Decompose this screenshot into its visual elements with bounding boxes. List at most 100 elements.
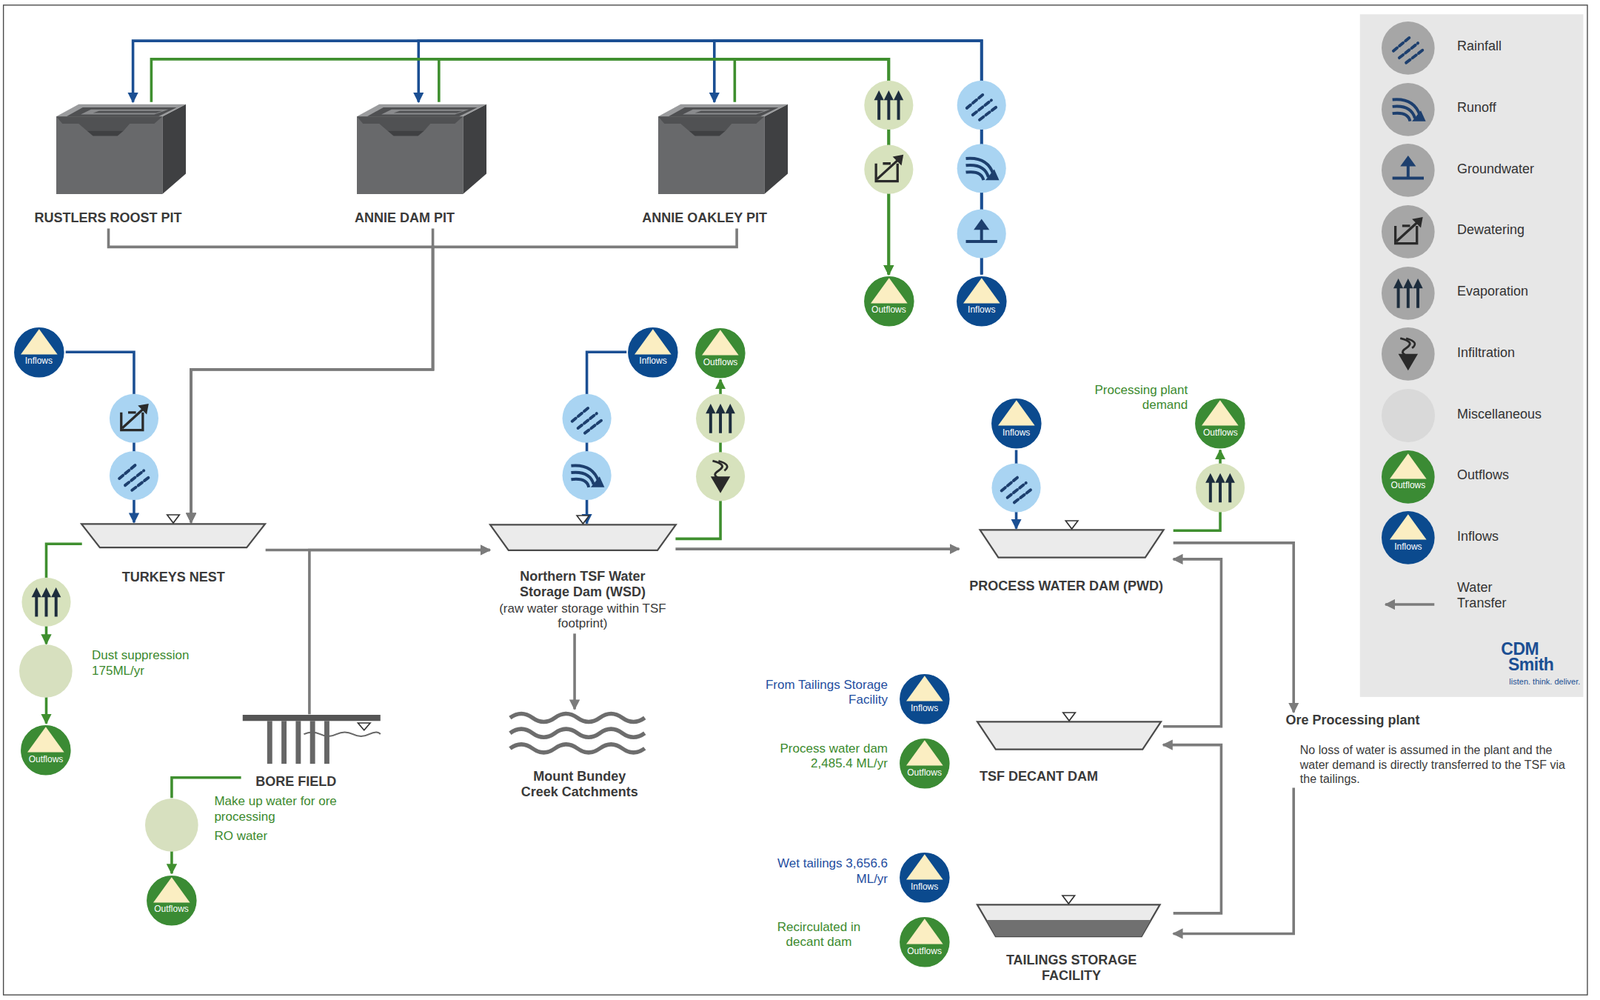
drawing-part xyxy=(562,393,612,443)
outflow-circle: Processing plant demandOutflows xyxy=(1193,396,1247,451)
drawing-part xyxy=(19,644,73,698)
flow-connector xyxy=(191,228,737,523)
flow-connector xyxy=(1173,542,1295,713)
drawing-part xyxy=(957,80,1007,130)
drawing-part xyxy=(570,464,605,487)
drawing-part xyxy=(957,143,1007,193)
legend-arrow xyxy=(1382,596,1438,613)
drawing-part xyxy=(387,130,425,136)
drawing-part xyxy=(1195,397,1247,449)
flow-connector xyxy=(108,228,434,523)
drawing-part xyxy=(1195,462,1245,512)
drawing-part xyxy=(240,714,384,768)
rainfall-icon xyxy=(109,450,159,500)
drawing-part xyxy=(56,102,186,194)
legend-icon-triangle xyxy=(1389,453,1427,479)
legend-icon xyxy=(1381,510,1435,565)
drawing-part xyxy=(966,93,997,120)
drawing-part xyxy=(695,393,745,443)
drawing-part xyxy=(145,873,199,927)
drawing-part xyxy=(977,904,1161,936)
node-label: Recirculated in decant dam xyxy=(760,919,878,950)
drawing-part xyxy=(963,277,1001,303)
flow-tag: Inflows xyxy=(626,355,680,366)
inflow-circle: Inflows xyxy=(12,325,66,380)
outflow-circle: Outflows xyxy=(19,723,73,777)
dewatering-icon xyxy=(109,393,159,443)
drawing-part xyxy=(324,720,330,764)
node-label: Process water dam 2,485.4 ML/yr xyxy=(755,741,888,772)
water-dam: Northern TSF Water Storage Dam (WSD)(raw… xyxy=(490,523,676,634)
drawing-part xyxy=(966,158,1000,180)
drawing-part xyxy=(356,116,463,131)
drawing-part xyxy=(81,523,266,548)
drawing-part xyxy=(281,720,287,764)
drawing-part xyxy=(1193,396,1247,451)
drawing-part xyxy=(109,393,159,443)
water-dam: TSF DECANT DAM xyxy=(977,720,1164,788)
legend-flow-tag: Inflows xyxy=(1381,541,1435,552)
node-label: RUSTLERS ROOST PIT xyxy=(34,210,183,227)
tailings-facility: TAILINGS STORAGE FACILITY xyxy=(963,903,1174,987)
drawing-part xyxy=(576,515,590,524)
drawing-part xyxy=(957,208,1007,258)
runoff-icon xyxy=(562,450,612,500)
drawing-part xyxy=(572,406,602,434)
mine-pit: RUSTLERS ROOST PIT xyxy=(31,102,186,229)
mine-pit: ANNIE OAKLEY PIT xyxy=(630,102,779,229)
outflow-circle: Outflows xyxy=(862,274,916,328)
drawing-part xyxy=(145,798,199,852)
legend-icon-circle xyxy=(1381,266,1435,320)
drawing-part xyxy=(906,854,944,880)
drawing-part xyxy=(1205,473,1235,503)
drawing-part xyxy=(764,104,788,194)
drawing-part xyxy=(998,399,1036,425)
drawing-part xyxy=(66,107,177,117)
drawing-part xyxy=(92,111,163,114)
drawing-part xyxy=(898,673,950,725)
drawing-part xyxy=(490,524,676,550)
drawing-part xyxy=(20,724,72,776)
node-label: Make up water for ore processing xyxy=(213,793,347,825)
drawing-part xyxy=(898,852,950,904)
legend-swatch xyxy=(1381,388,1435,443)
drawing-part xyxy=(86,130,124,136)
drawing-part xyxy=(490,523,676,551)
logo-text: listen. think. deliver. xyxy=(1508,676,1581,686)
flow-connector xyxy=(1163,559,1222,727)
drawing-part xyxy=(12,325,66,380)
drawing-part xyxy=(955,275,1007,327)
rainfall-icon xyxy=(957,80,1007,130)
node-label: TAILINGS STORAGE FACILITY xyxy=(984,952,1158,984)
drawing-part xyxy=(145,874,197,926)
misc-circle: Make up water for ore processingRO water xyxy=(145,798,199,852)
legend-icon xyxy=(1381,266,1435,320)
node-label: Processing plant demand xyxy=(1085,382,1188,414)
drawing-part xyxy=(121,403,149,431)
legend-icon xyxy=(1381,450,1435,504)
flow-tag: Inflows xyxy=(12,355,66,366)
drawing-part xyxy=(1065,520,1079,529)
drawing-part xyxy=(627,326,679,378)
legend-icon-glyph xyxy=(1398,338,1418,371)
drawing-part xyxy=(898,850,952,905)
drawing-part xyxy=(20,328,58,354)
node-label: ANNIE DAM PIT xyxy=(354,210,455,227)
node-label: BORE FIELD xyxy=(240,773,351,791)
drawing-part xyxy=(109,450,159,500)
legend-icon xyxy=(1381,82,1435,137)
misc-circle: Dust suppression 175ML/yr xyxy=(19,644,73,698)
drawing-part xyxy=(145,798,199,852)
legend-icon-circle xyxy=(1381,21,1435,75)
drawing-part xyxy=(898,915,952,969)
drawing-part xyxy=(510,728,645,737)
drawing-part xyxy=(56,116,163,131)
drawing-part xyxy=(658,116,765,131)
drawing-part xyxy=(701,329,739,355)
legend-text: Rainfall xyxy=(1457,38,1502,55)
flow-connector xyxy=(418,40,982,274)
flow-connector xyxy=(133,40,982,274)
water-dam: PROCESS WATER DAM (PWD) xyxy=(959,528,1174,597)
drawing-part xyxy=(3,5,1588,995)
drawing-part xyxy=(27,726,65,752)
